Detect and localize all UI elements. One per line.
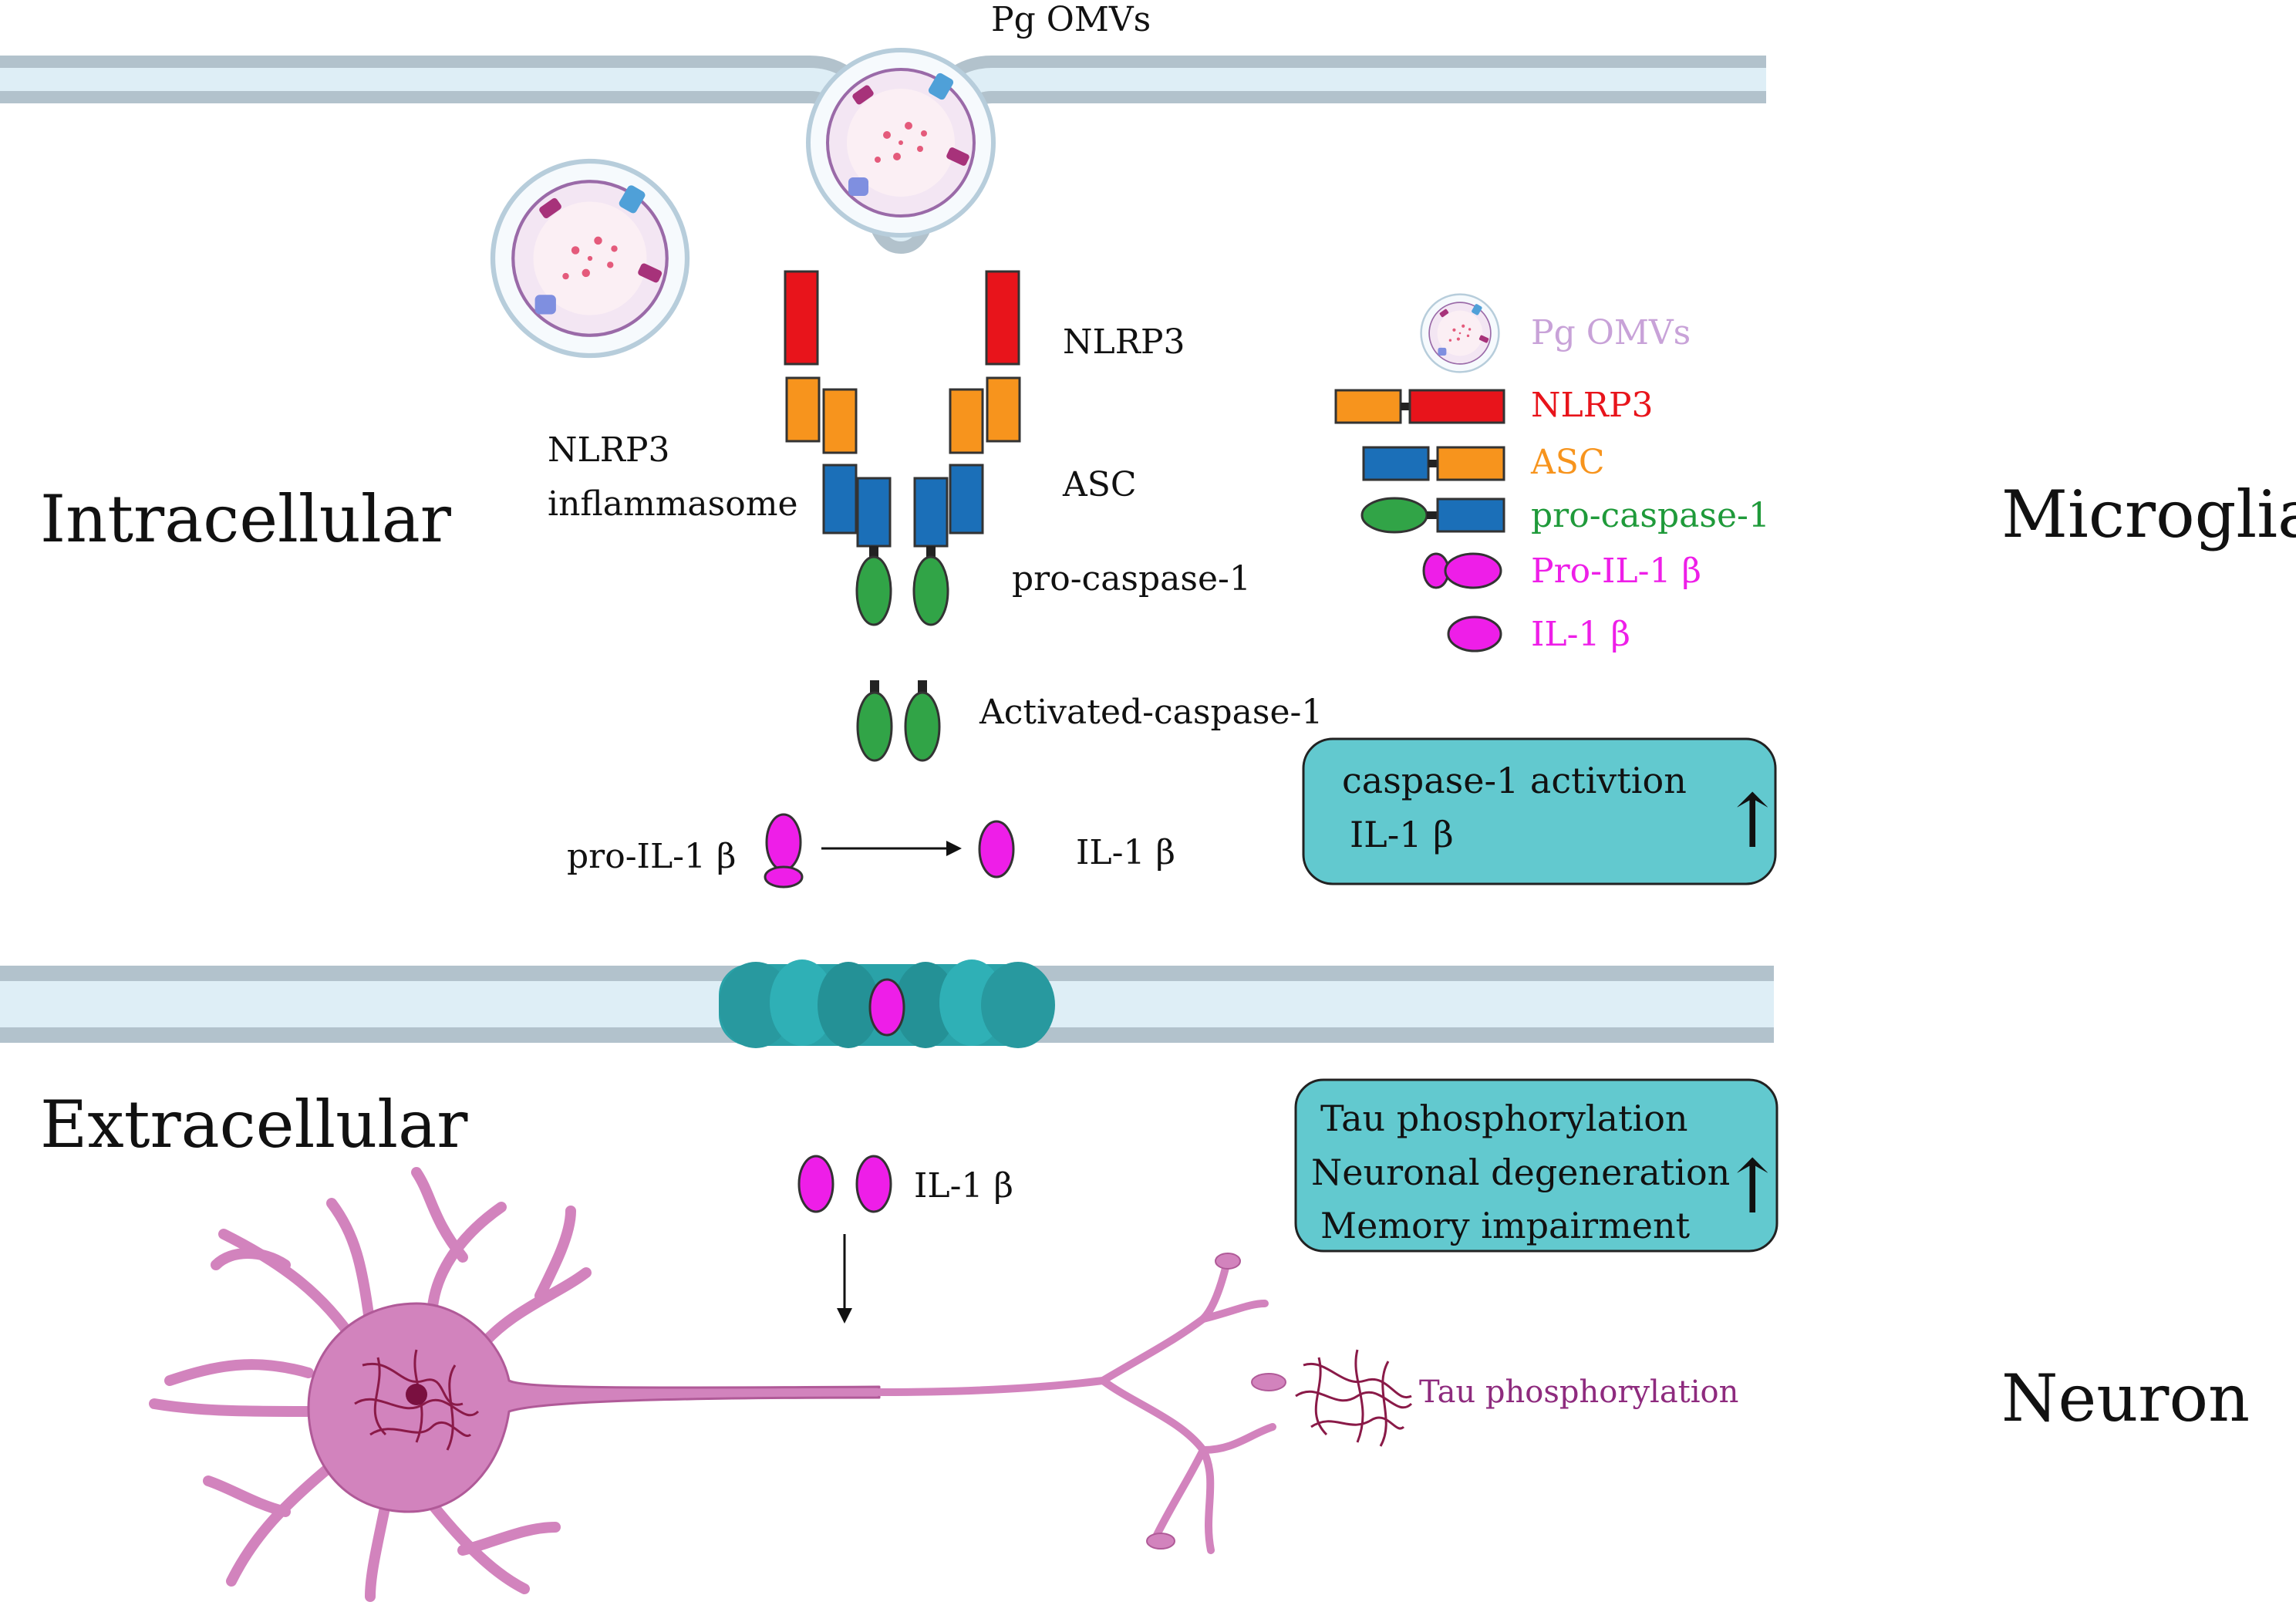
- tau-tangle-icon: [1295, 1349, 1413, 1447]
- tau-phosphorylation-label: Tau phosphorylation: [1419, 1374, 1738, 1410]
- asc-right-outer: [986, 376, 1021, 443]
- tau-tangle-soma: [354, 1349, 480, 1451]
- activated-caspase-label: Activated-caspase-1: [979, 693, 1323, 732]
- microglia-up-arrow: ↑: [1721, 778, 1783, 865]
- legend-label-asc: ASC: [1530, 443, 1605, 482]
- il1b-extracellular-label: IL-1 β: [914, 1166, 1013, 1206]
- legend-pro-caspase-symbol: [1360, 497, 1505, 534]
- asc-right-inner: [949, 388, 984, 454]
- legend-label-pro-caspase: pro-caspase-1: [1531, 496, 1770, 535]
- neuron-effect-box: Tau phosphorylation Neuronal degeneratio…: [1294, 1078, 1783, 1253]
- pro-il1b-label: pro-IL-1 β: [567, 837, 736, 876]
- legend-asc-symbol: [1362, 446, 1505, 481]
- card-left-inner: [856, 477, 892, 548]
- nlrp3-left: [784, 270, 819, 366]
- legend-nlrp3-symbol: [1334, 389, 1505, 424]
- omv-particle-free: [493, 161, 687, 356]
- asc-left-outer: [785, 376, 821, 443]
- microglia-effect-line-2: IL-1 β: [1350, 814, 1454, 855]
- neuron-effect-line-3: Memory impairment: [1320, 1205, 1691, 1246]
- pro-il1b-molecule: [764, 813, 804, 889]
- legend-label-pg-omvs: Pg OMVs: [1531, 313, 1691, 352]
- neuron-effect-line-1: Tau phosphorylation: [1320, 1098, 1688, 1139]
- il1b-molecule: [978, 820, 1015, 879]
- pro-caspase-right: [912, 555, 949, 626]
- microglia-effect-box: caspase-1 activtion IL-1 β ↑: [1302, 737, 1783, 885]
- legend-il1b-symbol: [1447, 615, 1502, 653]
- legend-pg-omvs-symbol: [1420, 293, 1500, 373]
- pro-caspase-left: [855, 555, 892, 626]
- pg-omvs-top-label: Pg OMVs: [991, 0, 1151, 39]
- neuron-up-arrow: ↑: [1721, 1144, 1783, 1230]
- inflammasome-label-line1: NLRP3: [548, 430, 669, 470]
- microglia-effect-line-1: caspase-1 activtion: [1342, 760, 1687, 801]
- pro-caspase-label: pro-caspase-1: [1012, 559, 1251, 599]
- card-right-outer: [949, 464, 984, 535]
- gsdmd-pore: [719, 959, 1055, 1048]
- il1b-label: IL-1 β: [1076, 833, 1175, 872]
- legend-pro-il1b-symbol: [1422, 552, 1502, 589]
- inflammasome-label-line2: inflammasome: [548, 484, 798, 524]
- asc-left-inner: [822, 388, 858, 454]
- legend: Pg OMVs NLRP3 ASC pro-caspase-1 Pro-IL-1…: [1334, 293, 1770, 654]
- card-left-outer: [822, 464, 858, 535]
- card-right-inner: [913, 477, 949, 548]
- asc-label: ASC: [1062, 465, 1137, 504]
- extracellular-il1b: [797, 1155, 892, 1213]
- nlrp3-label: NLRP3: [1063, 322, 1185, 362]
- microglia-label: Microglia: [2001, 477, 2296, 552]
- legend-label-il1b: IL-1 β: [1531, 615, 1630, 654]
- nlrp3-right: [985, 270, 1020, 366]
- neuron-effect-line-2: Neuronal degeneration: [1311, 1152, 1730, 1193]
- legend-label-pro-il1b: Pro-IL-1 β: [1531, 551, 1701, 591]
- omv-particle-membrane: [808, 50, 993, 235]
- intracellular-label: Intracellular: [40, 481, 452, 557]
- legend-label-nlrp3: NLRP3: [1531, 386, 1653, 425]
- activated-caspase: [856, 680, 941, 762]
- nlrp3-inflammasome: [784, 270, 1021, 626]
- neuron-label: Neuron: [2001, 1361, 2250, 1436]
- neuron: [149, 1167, 1286, 1602]
- extracellular-label: Extracellular: [40, 1087, 468, 1162]
